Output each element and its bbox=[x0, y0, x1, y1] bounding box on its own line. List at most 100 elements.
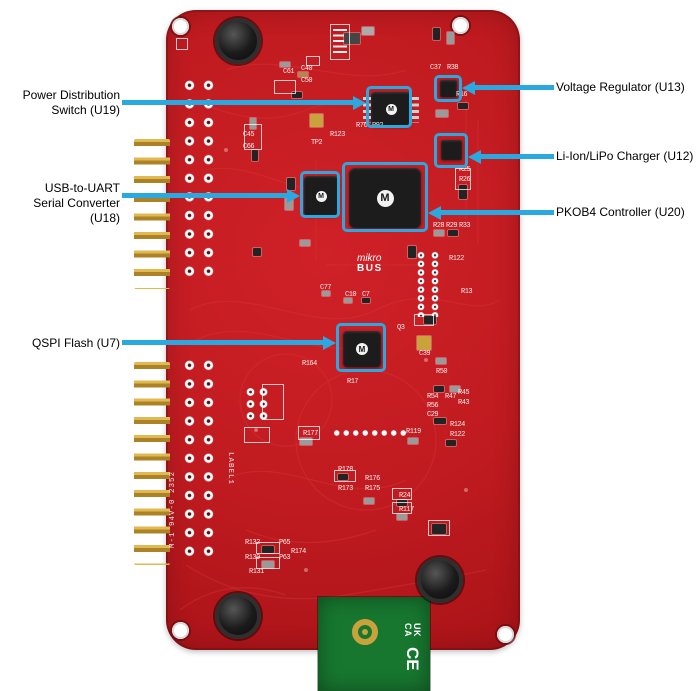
silkscreen-outline bbox=[428, 520, 450, 536]
silkscreen-label: R29 bbox=[446, 222, 458, 230]
silkscreen-label: C39 bbox=[419, 350, 431, 358]
passive-component bbox=[250, 118, 256, 129]
silkscreen-label: R33 bbox=[459, 222, 471, 230]
passive-component bbox=[362, 27, 374, 35]
pad-cluster bbox=[244, 386, 272, 424]
passive-component bbox=[434, 230, 444, 236]
silkscreen-label: C45 bbox=[243, 131, 255, 139]
chip-u19-power-switch: M bbox=[371, 92, 411, 126]
silkscreen-label: R178 bbox=[338, 466, 353, 474]
silkscreen-label: R123 bbox=[330, 131, 345, 139]
chip-u7-qspi-flash: M bbox=[343, 331, 381, 367]
silkscreen-outline bbox=[274, 80, 296, 94]
passive-component bbox=[262, 546, 274, 553]
silkscreen-label: P65 bbox=[279, 539, 291, 547]
passive-component bbox=[364, 498, 374, 504]
arrow-charger bbox=[481, 154, 554, 159]
silkscreen-outline bbox=[334, 470, 356, 482]
mounting-hole bbox=[497, 626, 514, 643]
silkscreen-outline bbox=[330, 24, 350, 60]
pcb-board bbox=[166, 10, 520, 650]
arrowhead-icon bbox=[468, 150, 481, 164]
silkscreen-label: R173 bbox=[338, 485, 353, 493]
passive-component bbox=[450, 386, 460, 392]
callout-qspi-flash: QSPI Flash (U7) bbox=[2, 336, 120, 351]
passive-component bbox=[253, 248, 261, 256]
passive-component bbox=[292, 92, 302, 98]
passive-component bbox=[344, 298, 352, 303]
silkscreen-label: R177 bbox=[303, 430, 318, 438]
arrowhead-icon bbox=[323, 336, 336, 350]
mounting-hole bbox=[172, 18, 189, 35]
silkscreen-label: C61 bbox=[283, 68, 295, 76]
arrow-pkob4 bbox=[441, 210, 554, 215]
silkscreen-label: R131 bbox=[249, 568, 264, 576]
silkscreen-label: R38 bbox=[447, 64, 459, 72]
passive-component bbox=[300, 240, 310, 246]
passive-component bbox=[287, 178, 295, 190]
passive-component bbox=[252, 150, 258, 161]
passive-component bbox=[285, 198, 293, 210]
passive-component bbox=[417, 336, 431, 350]
passive-component bbox=[458, 103, 468, 109]
microchip-logo-icon: M bbox=[376, 189, 394, 207]
chip-u12-charger bbox=[441, 140, 462, 160]
rubber-foot bbox=[417, 557, 463, 603]
silkscreen-label: R175 bbox=[365, 485, 380, 493]
silkscreen-outline bbox=[256, 542, 280, 554]
silkscreen-label: R132 bbox=[245, 539, 260, 547]
chip-u18-usb-uart: M bbox=[304, 176, 338, 216]
silkscreen-label: Q3 bbox=[397, 324, 405, 332]
silkscreen-label: C66 bbox=[243, 143, 255, 151]
passive-component bbox=[322, 291, 330, 296]
silkscreen-label: R176 bbox=[365, 475, 380, 483]
passive-component bbox=[344, 33, 360, 44]
mikrobus-word2: BUS bbox=[357, 263, 383, 274]
mikrobus-logo: mikro BUS bbox=[357, 254, 405, 274]
arrowhead-icon bbox=[462, 81, 475, 95]
passive-component bbox=[397, 514, 407, 520]
microchip-logo-icon: M bbox=[356, 343, 368, 355]
silkscreen-outline bbox=[414, 314, 434, 326]
passive-component bbox=[408, 438, 418, 444]
passive-component bbox=[424, 316, 436, 324]
silkscreen-label: TP2 bbox=[311, 139, 323, 147]
silkscreen-label: P63 bbox=[279, 554, 291, 562]
silkscreen-label: R164 bbox=[302, 360, 317, 368]
passive-component bbox=[436, 110, 448, 117]
silkscreen-label: R47 bbox=[445, 393, 457, 401]
silkscreen-label: R124 bbox=[450, 421, 465, 429]
arrowhead-icon bbox=[353, 96, 366, 110]
callout-label-line: Switch (U19) bbox=[51, 103, 120, 117]
arrow-qspi-flash bbox=[122, 340, 323, 345]
silkscreen-label: C50 bbox=[301, 77, 313, 85]
silkscreen-label: C37 bbox=[430, 64, 442, 72]
through-hole-pads-top bbox=[180, 76, 220, 284]
passive-component bbox=[338, 474, 348, 480]
passive-component bbox=[280, 62, 290, 67]
antenna-gold-pad bbox=[352, 619, 378, 645]
arrow-power-distribution-switch bbox=[122, 100, 353, 105]
chip-u20-pkob4: M bbox=[349, 168, 421, 228]
passive-component bbox=[436, 358, 446, 364]
rubber-foot bbox=[215, 593, 261, 639]
silkscreen-outline bbox=[455, 168, 471, 190]
silkscreen-label: R119 bbox=[406, 428, 421, 436]
through-hole-pads-bottom bbox=[180, 356, 220, 564]
silkscreen-label: R56 bbox=[427, 402, 439, 410]
silkscreen-label: R26 bbox=[459, 176, 471, 184]
callout-label-line: QSPI Flash (U7) bbox=[31, 336, 120, 350]
silkscreen-outline bbox=[256, 557, 280, 569]
silkscreen-outline bbox=[262, 384, 284, 420]
silkscreen-outline bbox=[244, 427, 270, 443]
pad-row bbox=[332, 426, 408, 440]
header-pins-top bbox=[134, 139, 170, 289]
silkscreen-label: C40 bbox=[301, 65, 313, 73]
antenna-module: UK CA CE bbox=[318, 597, 430, 691]
silkscreen-label: R122 bbox=[449, 255, 464, 263]
silkscreen-outline bbox=[306, 56, 320, 66]
highlight-box-u19 bbox=[366, 86, 412, 128]
